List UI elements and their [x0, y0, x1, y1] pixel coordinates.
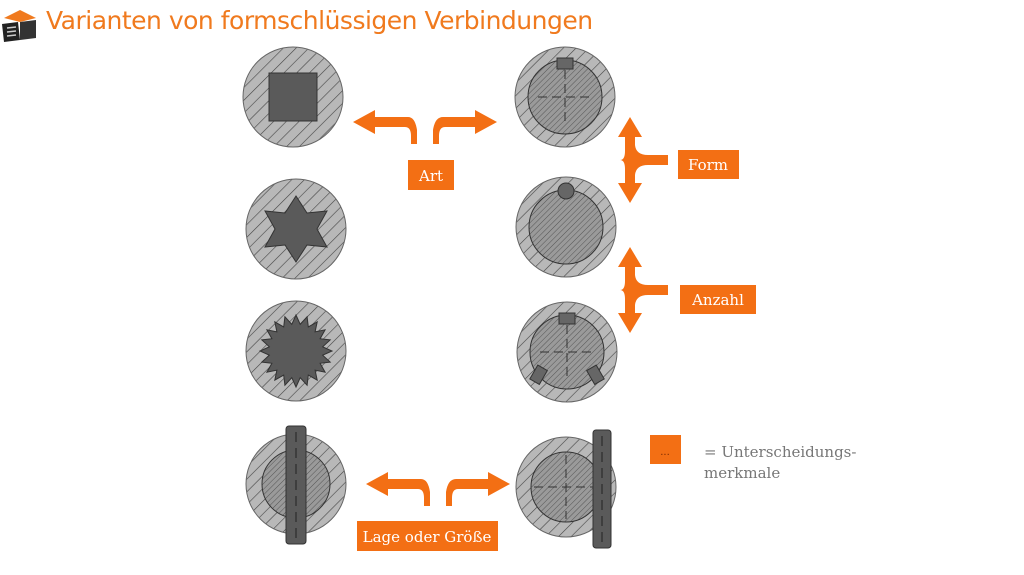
svg-text:Form: Form: [688, 156, 728, 174]
lage-label: Lage oder Größe: [357, 521, 498, 551]
legend-line-1: = Unterscheidungs-: [704, 443, 856, 461]
art-arrow-icon: [353, 110, 497, 144]
art-label: Art: [408, 160, 454, 190]
anzahl-label: Anzahl: [680, 285, 756, 314]
round-key-connection: [515, 176, 617, 278]
cross-pin-connection-left: [245, 425, 347, 545]
logo-icon: [2, 10, 36, 42]
form-label: Form: [678, 150, 739, 179]
svg-text:Anzahl: Anzahl: [691, 291, 744, 309]
anzahl-fork-arrow-icon: [618, 247, 668, 333]
lage-arrow-icon: [366, 472, 510, 506]
svg-text:Art: Art: [418, 167, 443, 185]
feather-key-connection: [514, 46, 616, 148]
legend: ... = Unterscheidungs- merkmale: [650, 435, 856, 482]
svg-text:Lage oder Größe: Lage oder Größe: [363, 528, 492, 546]
legend-box-text: ...: [660, 447, 670, 458]
serrated-shaft-connection: [245, 300, 347, 402]
polygon-shaft-connection: [245, 178, 347, 280]
square-shaft-connection: [242, 46, 344, 148]
legend-line-2: merkmale: [704, 464, 780, 482]
form-fork-arrow-icon: [618, 117, 668, 203]
multiple-key-connection: [516, 301, 618, 403]
offset-pin-connection: [515, 429, 617, 549]
page-title: Varianten von formschlüssigen Verbindung…: [46, 6, 593, 35]
